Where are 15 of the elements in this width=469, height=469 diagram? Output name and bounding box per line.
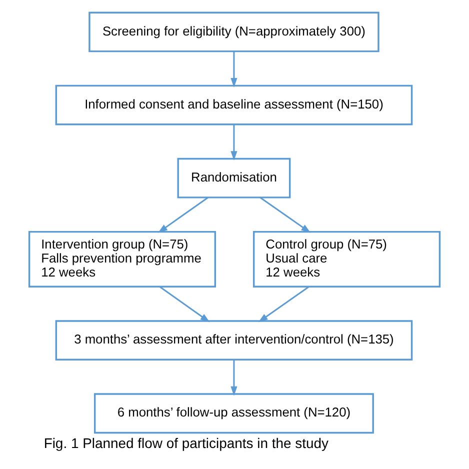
- node-box: Control group (N=75) Usual care 12 weeks: [252, 230, 441, 288]
- arrow: [258, 286, 310, 322]
- node-box: 3 months’ assessment after intervention/control (N=135): [55, 320, 413, 361]
- node-box: Informed consent and baseline assessment (N=150): [55, 84, 413, 126]
- node-box: 6 months’ follow-up assessment (N=120): [94, 393, 374, 434]
- arrow: [158, 196, 208, 233]
- arrow: [159, 286, 210, 322]
- caption: Fig. 1 Planned flow of participants in the study: [44, 435, 328, 452]
- node-box: Randomisation: [177, 158, 291, 198]
- arrow: [230, 52, 238, 88]
- arrow: [260, 196, 311, 233]
- arrow: [230, 360, 238, 396]
- node-box: Intervention group (N=75) Falls prevention programme 12 weeks: [28, 230, 216, 288]
- arrow: [230, 124, 238, 161]
- node-box: Screening for eligibility (N=approximately 300): [88, 12, 380, 52]
